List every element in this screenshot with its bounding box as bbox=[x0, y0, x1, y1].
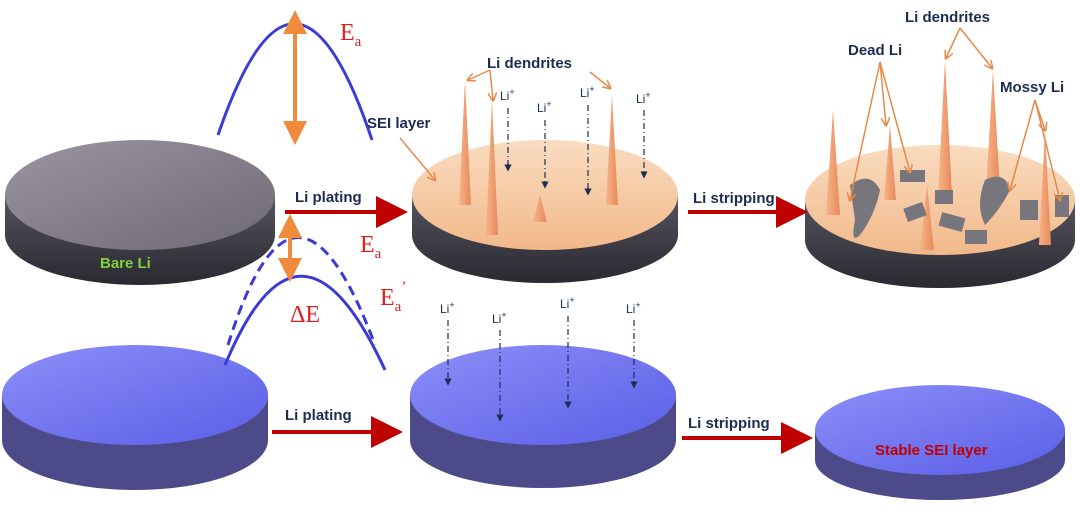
svg-text:Li+: Li+ bbox=[580, 84, 595, 100]
sei-layer-label: SEI layer bbox=[367, 115, 431, 132]
ea-prime-label: Ea’ bbox=[380, 279, 406, 315]
ea-label-top: Ea bbox=[340, 20, 362, 50]
svg-text:Li+: Li+ bbox=[537, 99, 552, 115]
dendrites-middle bbox=[459, 80, 618, 235]
svg-text:Li+: Li+ bbox=[440, 300, 455, 316]
energy-barrier-curve-lowered bbox=[223, 274, 387, 371]
li-stripping-label-top: Li stripping bbox=[693, 190, 775, 207]
delta-e-label: ΔE bbox=[290, 302, 320, 328]
li-plating-label-bottom: Li plating bbox=[285, 407, 352, 424]
dendrites-right bbox=[826, 60, 1051, 250]
li-plating-label-top: Li plating bbox=[295, 189, 362, 206]
svg-text:Li+: Li+ bbox=[636, 90, 651, 106]
li-stripping-label-bottom: Li stripping bbox=[688, 415, 770, 432]
li-dendrites-label-right: Li dendrites bbox=[905, 9, 990, 26]
mossy-li-label: Mossy Li bbox=[1000, 79, 1064, 96]
li-ions-bottom: Li+ Li+ Li+ Li+ bbox=[440, 295, 641, 422]
bare-li-disk bbox=[5, 140, 275, 285]
dendrite-pointers-middle bbox=[468, 69, 610, 100]
dead-li-label: Dead Li bbox=[848, 42, 902, 59]
svg-text:Li+: Li+ bbox=[492, 310, 507, 326]
svg-text:Li+: Li+ bbox=[500, 87, 515, 103]
ea-label-bottom: Ea bbox=[360, 232, 382, 262]
pointers-right bbox=[850, 27, 1060, 200]
blue-disk-middle bbox=[410, 345, 676, 488]
stable-sei-label: Stable SEI layer bbox=[875, 442, 988, 459]
sei-layer-pointer bbox=[399, 137, 435, 180]
li-dendrites-label-middle: Li dendrites bbox=[487, 55, 572, 72]
svg-text:Li+: Li+ bbox=[626, 300, 641, 316]
svg-text:Li+: Li+ bbox=[560, 295, 575, 311]
dead-li-debris bbox=[850, 170, 1069, 244]
li-ions-top: Li+ Li+ Li+ Li+ bbox=[500, 84, 651, 196]
blue-disk-left bbox=[2, 345, 268, 490]
blue-disk-right bbox=[815, 385, 1065, 500]
bare-li-label: Bare Li bbox=[100, 255, 151, 272]
